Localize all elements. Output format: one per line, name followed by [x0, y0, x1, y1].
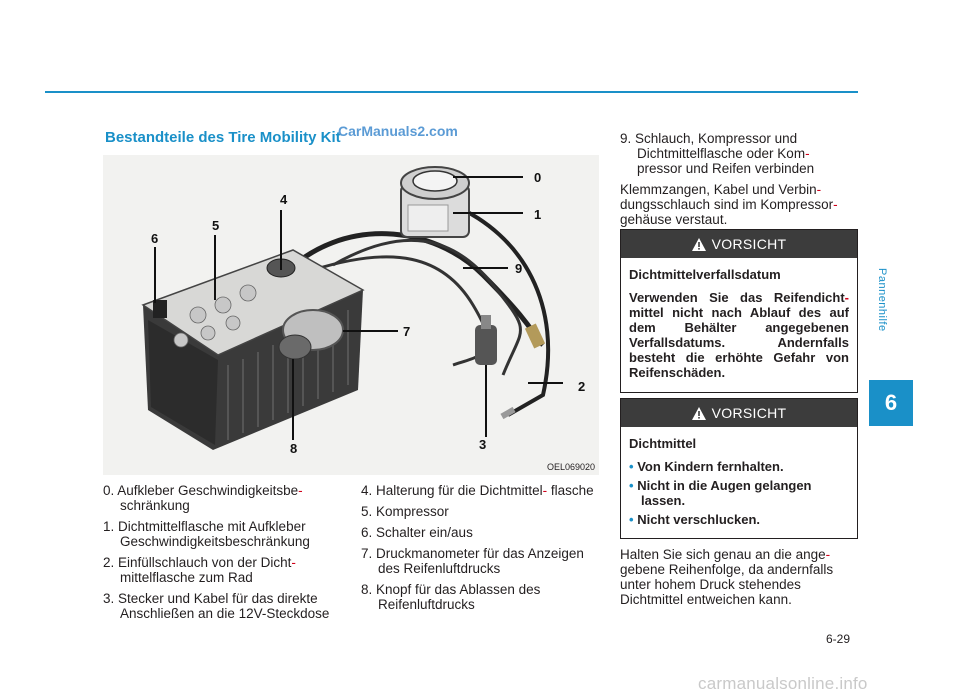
list-item: 7. Druckmanometer für das Anzeigen des R… [361, 546, 584, 576]
tire-mobility-kit-figure: 0 1 2 3 4 5 6 7 8 9 OEL069020 [103, 155, 599, 475]
list-item: 1. Dichtmittelflasche mit Aufkleber Gesc… [103, 519, 310, 549]
caution-body: Dichtmittel • Von Kindern fernhalten. • … [621, 427, 857, 539]
list-item: 6. Schalter ein/aus [361, 525, 473, 540]
storage-paragraph: Klemmzangen, Kabel und Verbin- dungsschl… [620, 182, 838, 227]
caution-box-sealant: VORSICHT Dichtmittel • Von Kindern fernh… [620, 398, 858, 539]
warning-triangle-icon [691, 237, 706, 251]
caution-title: Dichtmittelverfallsdatum [629, 267, 781, 282]
list-item: 3. Stecker und Kabel für das direkte Ans… [103, 591, 330, 621]
caution-header: VORSICHT [621, 399, 857, 427]
caution-box-expiry: VORSICHT Dichtmittelverfallsdatum Verwen… [620, 229, 858, 393]
bullet-dot-icon: • [629, 459, 634, 474]
caution-text: Verwenden Sie das Reifendicht- mittel ni… [629, 290, 849, 380]
callout-6: 6 [151, 231, 159, 246]
figure-code: OEL069020 [546, 462, 595, 472]
kit-illustration [141, 166, 563, 450]
chapter-side-label: Pannenhilfe [876, 268, 888, 332]
chapter-tab[interactable]: 6 [869, 380, 913, 426]
section-title: Bestandteile des Tire Mobility Kit [105, 129, 341, 146]
compressor-front [148, 320, 218, 445]
hose-2-nozzle [500, 406, 516, 420]
cable-loop-1 [332, 238, 522, 376]
callout-1: 1 [534, 207, 542, 222]
list-item: 0. Aufkleber Geschwindigkeitsbe- schränk… [103, 483, 303, 513]
leader-lines [154, 176, 563, 440]
page-number: 6-29 [826, 632, 851, 646]
callout-8: 8 [290, 441, 298, 456]
bullet-dot-icon: • [629, 478, 634, 493]
plug-tip [481, 315, 491, 329]
caution-body: Dichtmittelverfallsdatum Verwenden Sie d… [621, 258, 857, 388]
caution-header: VORSICHT [621, 230, 857, 258]
callout-0: 0 [534, 170, 542, 185]
parts-list-right: 9. Schlauch, Kompressor und Dichtmittelf… [620, 131, 856, 176]
list-item: 2. Einfüllschlauch von der Dicht- mittel… [103, 555, 296, 585]
callout-3: 3 [479, 437, 487, 452]
caution-bullet: • Nicht in die Augen gelangen lassen. [629, 478, 812, 508]
caution-label: VORSICHT [711, 405, 787, 421]
closing-paragraph: Halten Sie sich genau an die ange- geben… [620, 547, 834, 607]
callout-4: 4 [280, 192, 288, 207]
bottle-label [407, 204, 449, 232]
warning-triangle-icon [691, 406, 706, 420]
deflate-knob [278, 334, 312, 360]
callout-5: 5 [212, 218, 220, 233]
caution-title: Dichtmittel [629, 436, 697, 451]
hose-9-fitting [524, 323, 546, 349]
power-plug [475, 325, 497, 365]
speed-sticker [412, 170, 458, 192]
footer-url[interactable]: carmanualsonline.info [698, 674, 868, 693]
compressor-top [141, 249, 365, 356]
list-item: 4. Halterung für die Dichtmittel- flasch… [361, 483, 594, 498]
right-column: 9. Schlauch, Kompressor und Dichtmittelf… [620, 131, 856, 235]
hose-2 [452, 203, 551, 417]
list-item: 8. Knopf für das Ablassen des Reifenluft… [361, 582, 541, 612]
header-rule [45, 91, 858, 93]
callout-9: 9 [515, 261, 523, 276]
chapter-number: 6 [884, 390, 898, 415]
watermark: CarManuals2.com [338, 123, 458, 139]
instruction-pictograms [173, 284, 257, 348]
parts-list-middle: 4. Halterung für die Dichtmittel- flasch… [361, 483, 599, 618]
power-switch [153, 300, 167, 318]
caution-bullet: • Nicht verschlucken. [629, 512, 761, 527]
caution-label: VORSICHT [711, 236, 787, 252]
callout-7: 7 [403, 324, 411, 339]
list-item: 5. Kompressor [361, 504, 449, 519]
parts-list-left: 0. Aufkleber Geschwindigkeitsbe- schränk… [103, 483, 345, 627]
callout-2: 2 [578, 379, 586, 394]
list-item: 9. Schlauch, Kompressor und Dichtmittelf… [620, 131, 815, 176]
caution-bullet: • Von Kindern fernhalten. [629, 459, 784, 474]
bullet-dot-icon: • [629, 512, 634, 527]
